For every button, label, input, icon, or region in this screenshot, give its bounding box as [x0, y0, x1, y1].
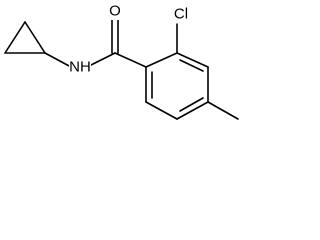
- molecule-structure: O Cl NH: [4, 3, 239, 120]
- amide-nh-label: NH: [69, 59, 91, 76]
- cyclopropyl-ring: [4, 21, 46, 54]
- bond-nh-carbonyl-carbon: [86, 52, 116, 68]
- bond-ring-c4-c5: [176, 101, 209, 120]
- chlorine-label-group: Cl: [168, 5, 192, 23]
- bond-ring-c2-c3: [176, 52, 209, 68]
- bond-ring-methyl: [207, 101, 239, 120]
- bond-cyclopropyl-c2-c3: [24, 21, 46, 54]
- structure-canvas: O Cl NH: [0, 0, 257, 133]
- bond-cyclopropyl-nh: [44, 52, 72, 68]
- oxygen-label-group: O: [107, 3, 123, 20]
- bond-ring-inner-c2-c3: [179, 59, 204, 72]
- oxygen-atom-label: O: [109, 3, 121, 20]
- chlorine-atom-label: Cl: [174, 6, 188, 23]
- carbonyl-group: [111, 15, 119, 54]
- bond-ring-inner-c4-c5: [179, 97, 204, 112]
- bond-carbonyl-to-ring: [114, 52, 147, 68]
- nh-label-group: NH: [69, 59, 91, 76]
- bond-ring-c1-c2: [145, 52, 178, 68]
- bond-cyclopropyl-c1-c3: [4, 21, 26, 54]
- benzene-ring: [145, 52, 209, 120]
- bond-ring-c5-c6: [145, 101, 178, 120]
